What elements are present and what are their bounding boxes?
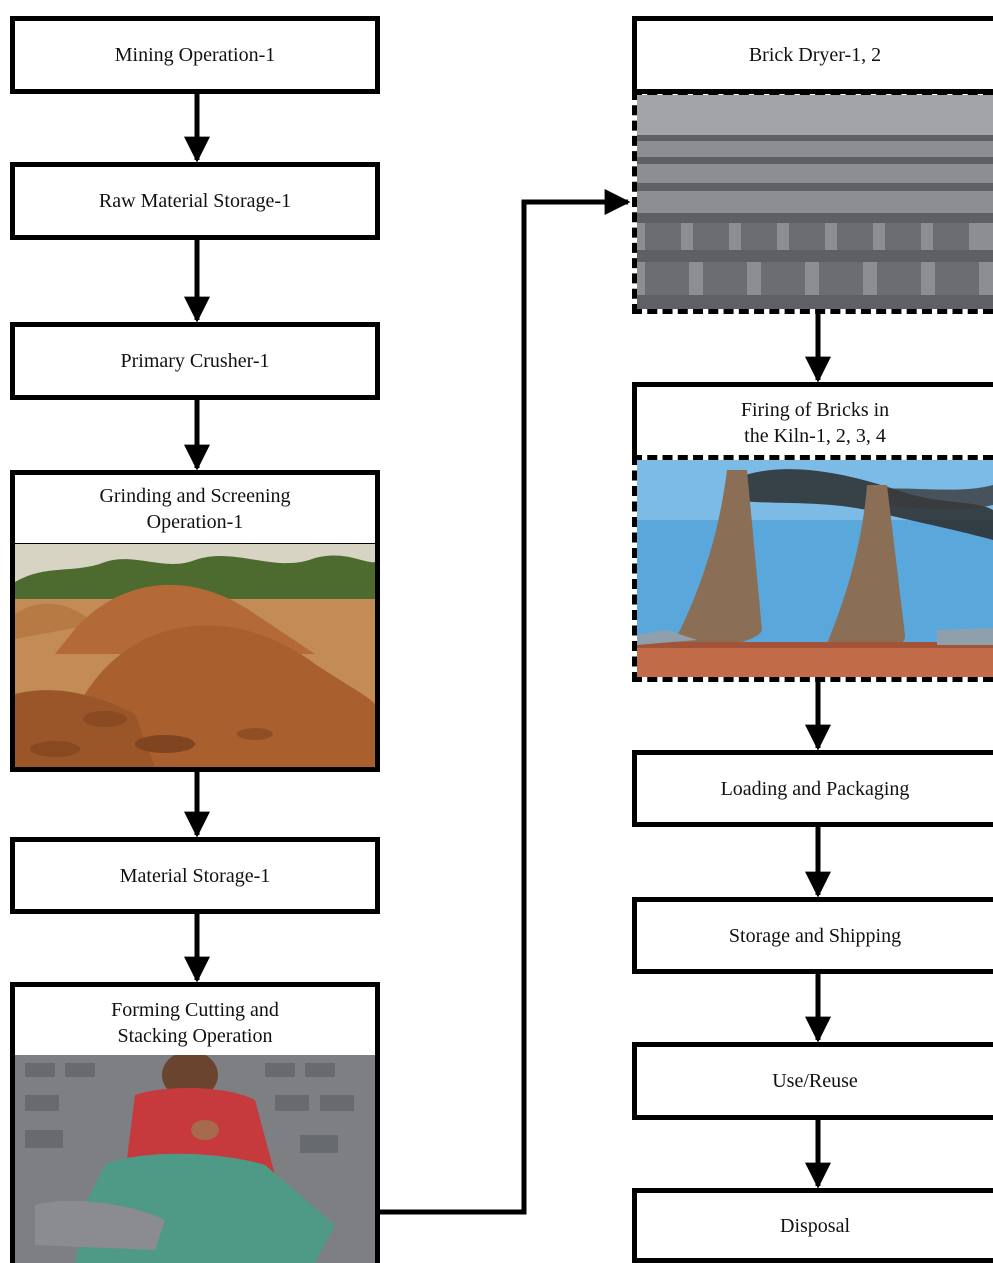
raw-material-storage-box: Raw Material Storage-1 bbox=[10, 162, 380, 240]
forming-cutting-box: Forming Cutting and Stacking Operation bbox=[10, 982, 380, 1058]
storage-shipping-box: Storage and Shipping bbox=[632, 897, 993, 974]
firing-kiln-box: Firing of Bricks in the Kiln-1, 2, 3, 4 bbox=[632, 382, 993, 458]
brick-dryer-label: Brick Dryer-1, 2 bbox=[748, 44, 882, 66]
disposal-box: Disposal bbox=[632, 1188, 993, 1263]
use-reuse-box: Use/Reuse bbox=[632, 1042, 993, 1120]
grinding-screening-label: Grinding and Screening Operation-1 bbox=[99, 485, 291, 533]
soil-pile-photo bbox=[10, 544, 380, 772]
storage-shipping-label: Storage and Shipping bbox=[728, 924, 902, 947]
forming-cutting-label: Forming Cutting and Stacking Operation bbox=[111, 998, 279, 1047]
primary-crusher-box: Primary Crusher-1 bbox=[10, 322, 380, 400]
mining-operation-box: Mining Operation-1 bbox=[10, 16, 380, 94]
arrow-forming-to-dryer bbox=[378, 189, 631, 1215]
drying-bricks-photo bbox=[632, 90, 993, 314]
material-storage-label: Material Storage-1 bbox=[119, 864, 271, 887]
use-reuse-label: Use/Reuse bbox=[772, 1070, 858, 1092]
disposal-label: Disposal bbox=[780, 1214, 850, 1237]
brick-worker-photo bbox=[10, 1055, 380, 1263]
mining-operation-label: Mining Operation-1 bbox=[114, 44, 276, 66]
primary-crusher-label: Primary Crusher-1 bbox=[120, 350, 270, 372]
raw-material-storage-label: Raw Material Storage-1 bbox=[98, 190, 292, 212]
kiln-chimneys-photo bbox=[632, 455, 993, 682]
material-storage-box: Material Storage-1 bbox=[10, 837, 380, 914]
grinding-screening-box: Grinding and Screening Operation-1 bbox=[10, 470, 380, 548]
brick-dryer-box: Brick Dryer-1, 2 bbox=[632, 16, 993, 94]
loading-packaging-box: Loading and Packaging bbox=[632, 750, 993, 827]
loading-packaging-label: Loading and Packaging bbox=[720, 777, 910, 800]
firing-kiln-label: Firing of Bricks in the Kiln-1, 2, 3, 4 bbox=[740, 398, 890, 447]
